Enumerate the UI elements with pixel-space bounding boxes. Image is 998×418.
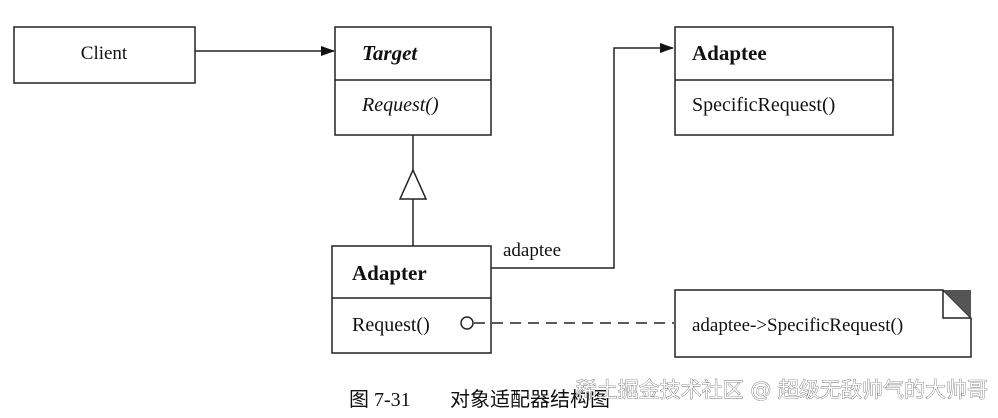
caption-number: 图 7-31 (349, 389, 411, 411)
note-connector (460, 316, 674, 330)
association-label: adaptee (503, 240, 561, 261)
adaptee-class: Adaptee SpecificRequest() (674, 26, 894, 136)
client-class: Client (13, 26, 196, 84)
note-folded-corner-icon (943, 290, 971, 318)
adaptee-class-name: Adaptee (692, 41, 767, 65)
adapter-class-name: Adapter (352, 261, 427, 285)
target-operation: Request() (361, 94, 439, 116)
client-class-name: Client (81, 43, 128, 64)
adapter-class: Adapter Request() (331, 245, 492, 354)
inheritance-arrow (398, 135, 428, 246)
target-class-name: Target (362, 41, 418, 65)
target-class: Target Request() (334, 26, 492, 136)
watermark-text: 稀土掘金技术社区 @ 超级无敌帅气的大帅哥 (576, 378, 988, 402)
inheritance-triangle-icon (398, 168, 428, 200)
figure-caption: 图 7-31 对象适配器结构图 (349, 388, 610, 411)
adapter-to-adaptee-arrow: adaptee (491, 43, 674, 269)
note-box: adaptee->SpecificRequest() (674, 289, 972, 358)
note-anchor-circle-icon (460, 316, 474, 330)
adaptee-operation: SpecificRequest() (692, 94, 835, 116)
note-text: adaptee->SpecificRequest() (692, 315, 903, 336)
caption-title: 对象适配器结构图 (450, 388, 610, 411)
adapter-operation: Request() (352, 314, 430, 336)
